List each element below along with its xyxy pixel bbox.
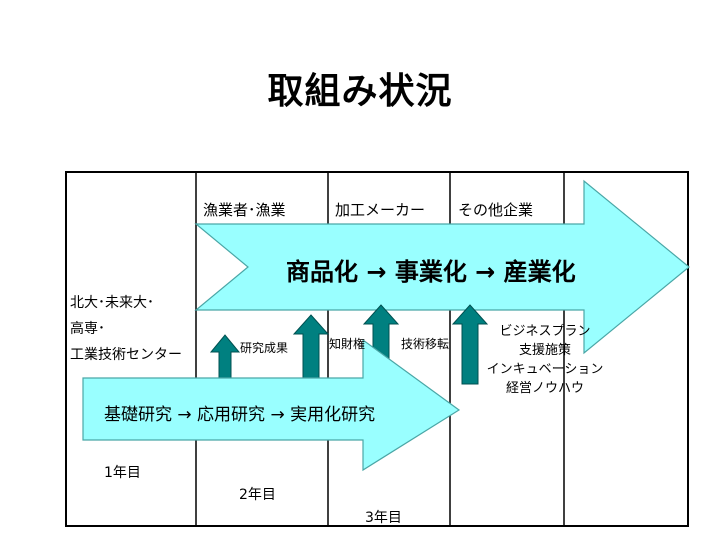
ip-rights-label: 知財権 xyxy=(329,337,366,351)
org-universities: 北大･未来大･ xyxy=(70,295,154,311)
research-results-label: 研究成果 xyxy=(240,341,289,355)
table-frame xyxy=(65,171,689,527)
year-3-label: 3年目 xyxy=(365,510,402,526)
org-technical-college: 高専･ xyxy=(70,321,105,337)
ip-rights-up-arrow xyxy=(292,314,330,379)
research-progression-label: 基礎研究 → 応用研究 → 実用化研究 xyxy=(104,405,376,425)
year-2-label: 2年目 xyxy=(239,487,276,503)
org-industrial-tech-center: 工業技術センター xyxy=(70,347,182,363)
business-support-list: ビジネスプラン 支援施策 インキュベーション 経営ノウハウ xyxy=(470,322,620,398)
management-knowhow-text: 経営ノウハウ xyxy=(505,381,584,396)
header-fishery: 漁業者･漁業 xyxy=(203,201,286,219)
year-1-label: 1年目 xyxy=(104,465,141,481)
commercialization-arrow xyxy=(194,179,690,355)
page-title: 取組み状況 xyxy=(267,71,453,112)
tech-transfer-up-arrow-right xyxy=(451,304,489,385)
business-plan-text: ビジネスプラン xyxy=(499,324,591,339)
support-measures-text: 支援施策 xyxy=(518,343,571,358)
research-arrow xyxy=(82,338,461,472)
header-other-companies: その他企業 xyxy=(458,201,534,219)
header-processing-maker: 加工メーカー xyxy=(335,201,426,219)
research-results-up-arrow xyxy=(209,334,241,379)
incubation-text: インキュベーション xyxy=(486,362,604,377)
tech-transfer-label: 技術移転 xyxy=(401,337,450,351)
commercialization-label: 商品化 → 事業化 → 産業化 xyxy=(286,258,576,286)
